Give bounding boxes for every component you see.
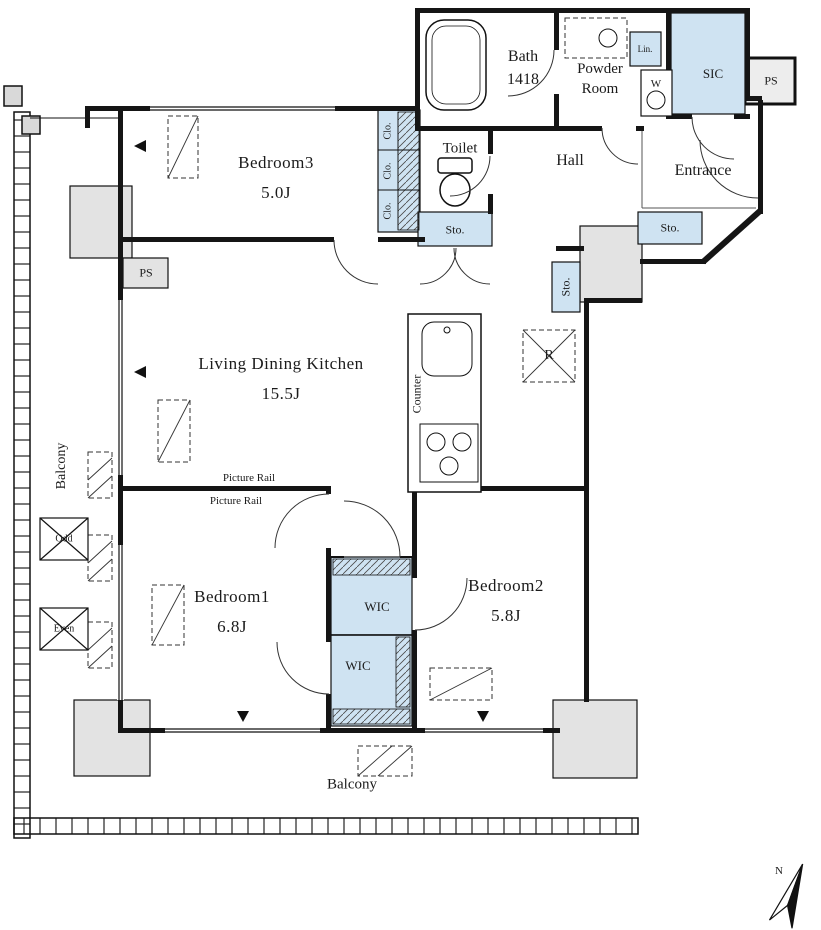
ldk-area: 15.5J bbox=[261, 384, 301, 403]
sic-door bbox=[691, 116, 735, 160]
equipment-diagonals bbox=[87, 115, 576, 777]
storage-ldk-label: Sto. bbox=[558, 277, 573, 297]
vanity-basin bbox=[598, 28, 618, 48]
entrance-label: Entrance bbox=[674, 162, 732, 179]
storage-entrance-label: Sto. bbox=[660, 220, 680, 235]
bedroom1-name: Bedroom1 bbox=[194, 587, 270, 606]
washer-pan bbox=[640, 69, 673, 117]
storage-toilet-label: Sto. bbox=[445, 222, 465, 237]
ldk-label: Living Dining Kitchen 15.5J bbox=[198, 349, 363, 409]
closet-hatching bbox=[332, 111, 420, 725]
vent-markers bbox=[134, 140, 489, 722]
pillar bbox=[579, 225, 643, 303]
vanity bbox=[564, 17, 628, 59]
wic-upper-label: WIC bbox=[364, 599, 390, 614]
refrigerator-space bbox=[522, 329, 576, 383]
balcony-bottom-label: Balcony bbox=[327, 776, 377, 793]
storage-entrance bbox=[637, 211, 703, 245]
toilet-bowl bbox=[439, 173, 471, 207]
storage-double-door-left bbox=[419, 247, 457, 285]
vent-marker-down bbox=[237, 711, 249, 722]
closet-label-1: Clo. bbox=[382, 122, 394, 140]
bedroom2-name: Bedroom2 bbox=[468, 576, 544, 595]
counter-label: Counter bbox=[409, 374, 424, 414]
pillars bbox=[69, 56, 797, 779]
bedroom2-label: Bedroom2 5.8J bbox=[468, 571, 544, 631]
vent-marker-down bbox=[477, 711, 489, 722]
toilet-label: Toilet bbox=[442, 140, 478, 157]
windows bbox=[117, 105, 543, 734]
bathtub bbox=[425, 19, 487, 111]
bedroom3-area: 5.0J bbox=[261, 183, 291, 202]
balcony-left-label: Balcony bbox=[54, 442, 69, 490]
sic-label: SIC bbox=[702, 66, 724, 81]
refrigerator-label: R bbox=[544, 348, 554, 363]
linen-cabinet bbox=[629, 31, 662, 67]
ac-unit-boxes bbox=[39, 517, 89, 651]
north-arrow bbox=[768, 863, 804, 929]
entrance-diagonal-wall bbox=[700, 208, 763, 265]
bedroom3-door bbox=[333, 239, 379, 285]
bedroom3-name: Bedroom3 bbox=[238, 153, 314, 172]
kitchen-sink bbox=[421, 321, 473, 377]
bath-size: 1418 bbox=[507, 71, 539, 88]
north-label: N bbox=[775, 865, 783, 877]
fixtures bbox=[407, 19, 673, 493]
bedroom1-area: 6.8J bbox=[217, 617, 247, 636]
bedroom1-label: Bedroom1 6.8J bbox=[194, 582, 270, 642]
pillar bbox=[73, 699, 151, 777]
ac-even-label: Even bbox=[53, 623, 75, 635]
powder-room-door bbox=[601, 127, 639, 165]
bedroom2-door bbox=[414, 577, 468, 631]
picture-rail-label-1: Picture Rail bbox=[222, 472, 276, 484]
balcony-railing bbox=[3, 85, 639, 839]
balcony-end-post bbox=[3, 85, 23, 107]
closet-label-3: Clo. bbox=[382, 202, 394, 220]
bath-label: Bath 1418 bbox=[507, 45, 539, 91]
picture-rail-label-2: Picture Rail bbox=[209, 495, 263, 507]
stove bbox=[419, 423, 479, 483]
storage-toilet-side bbox=[417, 211, 493, 247]
vent-marker-left bbox=[134, 140, 146, 152]
toilet-tank bbox=[437, 157, 473, 174]
entrance-door bbox=[699, 139, 759, 199]
storage-double-door-right bbox=[453, 247, 491, 285]
closet-label-2: Clo. bbox=[382, 162, 394, 180]
ac-odd-label: Odd bbox=[55, 533, 73, 545]
wic-lower-label: WIC bbox=[345, 658, 371, 673]
ldk-name: Living Dining Kitchen bbox=[198, 354, 364, 373]
vent-marker-left bbox=[134, 366, 146, 378]
storage-ldk bbox=[551, 261, 581, 313]
powder-room-label: Powder Room bbox=[577, 61, 623, 97]
wic-lower-door bbox=[276, 641, 330, 695]
pipe-space-left-label: PS bbox=[139, 265, 153, 280]
pipe-space-left bbox=[122, 257, 169, 289]
bath-door bbox=[507, 49, 555, 97]
wic-upper-door bbox=[343, 500, 401, 558]
toilet-door bbox=[449, 155, 491, 197]
entrance-step bbox=[641, 131, 756, 209]
dashed-equipment bbox=[87, 17, 628, 777]
doors bbox=[274, 49, 759, 695]
pillar bbox=[552, 699, 638, 779]
balcony-end-post bbox=[21, 115, 41, 135]
closet-dividers bbox=[331, 112, 420, 636]
bedroom2-area: 5.8J bbox=[491, 606, 521, 625]
linen-label: Lin. bbox=[637, 44, 653, 54]
bedroom1-door bbox=[274, 493, 330, 549]
hall-label: Hall bbox=[556, 152, 584, 169]
washer-drum bbox=[646, 90, 666, 110]
sic-area bbox=[670, 12, 746, 115]
pipe-space-top-label: PS bbox=[764, 73, 778, 88]
bath-name: Bath bbox=[507, 48, 539, 65]
washer-label: W bbox=[650, 78, 662, 90]
bedroom3-label: Bedroom3 5.0J bbox=[238, 148, 314, 208]
